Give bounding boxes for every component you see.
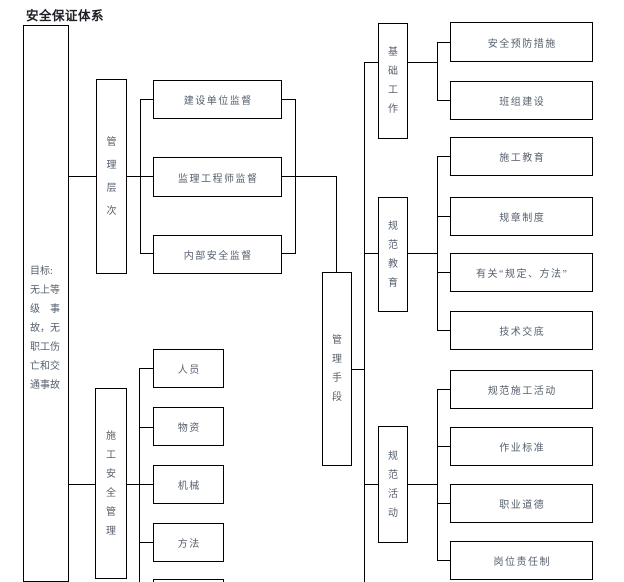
connector-line — [139, 484, 153, 485]
node-standard-construction-activities: 规范施工活动 — [450, 370, 593, 409]
connector-line — [364, 253, 378, 254]
connector-line — [364, 484, 378, 485]
connector-line — [139, 427, 153, 428]
node-supervising-engineer-supervision: 监理工程师监督 — [153, 157, 282, 197]
connector-line — [437, 330, 450, 331]
connector-line — [351, 369, 365, 370]
page-title: 安全保证体系 — [26, 9, 105, 23]
connector-line — [126, 176, 140, 177]
node-construction-education: 施工教育 — [450, 137, 593, 176]
node-machinery: 机械 — [153, 465, 224, 504]
node-post-responsibility-system: 岗位责任制 — [450, 541, 593, 580]
node-materials: 物资 — [153, 407, 224, 446]
node-construction-safety-management: 施 工 安 全 管 理 — [95, 388, 127, 579]
node-basic-work: 基 础 工 作 — [378, 23, 408, 139]
connector-line — [139, 368, 140, 582]
node-internal-safety-supervision: 内部安全监督 — [153, 235, 282, 274]
connector-line — [364, 62, 365, 582]
node-goal: 目标: 无上等 级 事 故，无 职工伤 亡和交 通事故 — [23, 25, 69, 582]
connector-line — [68, 176, 96, 177]
connector-line — [408, 253, 437, 254]
connector-line — [437, 503, 450, 504]
node-construction-unit-supervision: 建设单位监督 — [153, 80, 282, 119]
node-methods: 方法 — [153, 523, 224, 562]
node-technical-disclosure: 技术交底 — [450, 311, 593, 350]
connector-line — [437, 100, 450, 101]
connector-line — [140, 99, 153, 100]
node-professional-ethics: 职业道德 — [450, 484, 593, 523]
connector-line — [281, 253, 295, 254]
connector-line — [139, 542, 153, 543]
node-standard-education: 规 范 教 育 — [378, 197, 408, 312]
node-safety-precautions: 安全预防措施 — [450, 22, 593, 62]
connector-line — [336, 176, 337, 272]
node-work-standards: 作业标准 — [450, 427, 593, 466]
connector-line — [408, 484, 437, 485]
connector-line — [281, 176, 295, 177]
connector-line — [437, 389, 438, 561]
connector-line — [140, 253, 153, 254]
connector-line — [437, 42, 438, 101]
node-standard-activities: 规 范 活 动 — [378, 426, 408, 543]
connector-line — [437, 446, 450, 447]
node-relevant-provisions-methods: 有关“规定、方法” — [450, 253, 593, 292]
connector-line — [408, 62, 437, 63]
connector-line — [437, 389, 450, 390]
node-team-building: 班组建设 — [450, 81, 593, 120]
connector-line — [139, 368, 153, 369]
connector-line — [364, 62, 378, 63]
node-rules-regulations: 规章制度 — [450, 197, 593, 236]
connector-line — [437, 560, 450, 561]
goal-text: 目标: 无上等 级 事 故，无 职工伤 亡和交 通事故 — [30, 266, 60, 391]
connector-line — [437, 156, 438, 331]
node-personnel: 人员 — [153, 349, 224, 388]
node-partial-bottom-box — [153, 579, 224, 582]
connector-line — [437, 42, 450, 43]
connector-line — [140, 176, 153, 177]
connector-line — [437, 272, 450, 273]
connector-line — [437, 216, 450, 217]
connector-line — [126, 484, 139, 485]
connector-line — [68, 484, 95, 485]
node-management-levels: 管 理 层 次 — [96, 79, 127, 274]
connector-line — [437, 156, 450, 157]
node-management-means: 管 理 手 段 — [322, 272, 352, 466]
connector-line — [281, 99, 295, 100]
connector-line — [295, 176, 336, 177]
